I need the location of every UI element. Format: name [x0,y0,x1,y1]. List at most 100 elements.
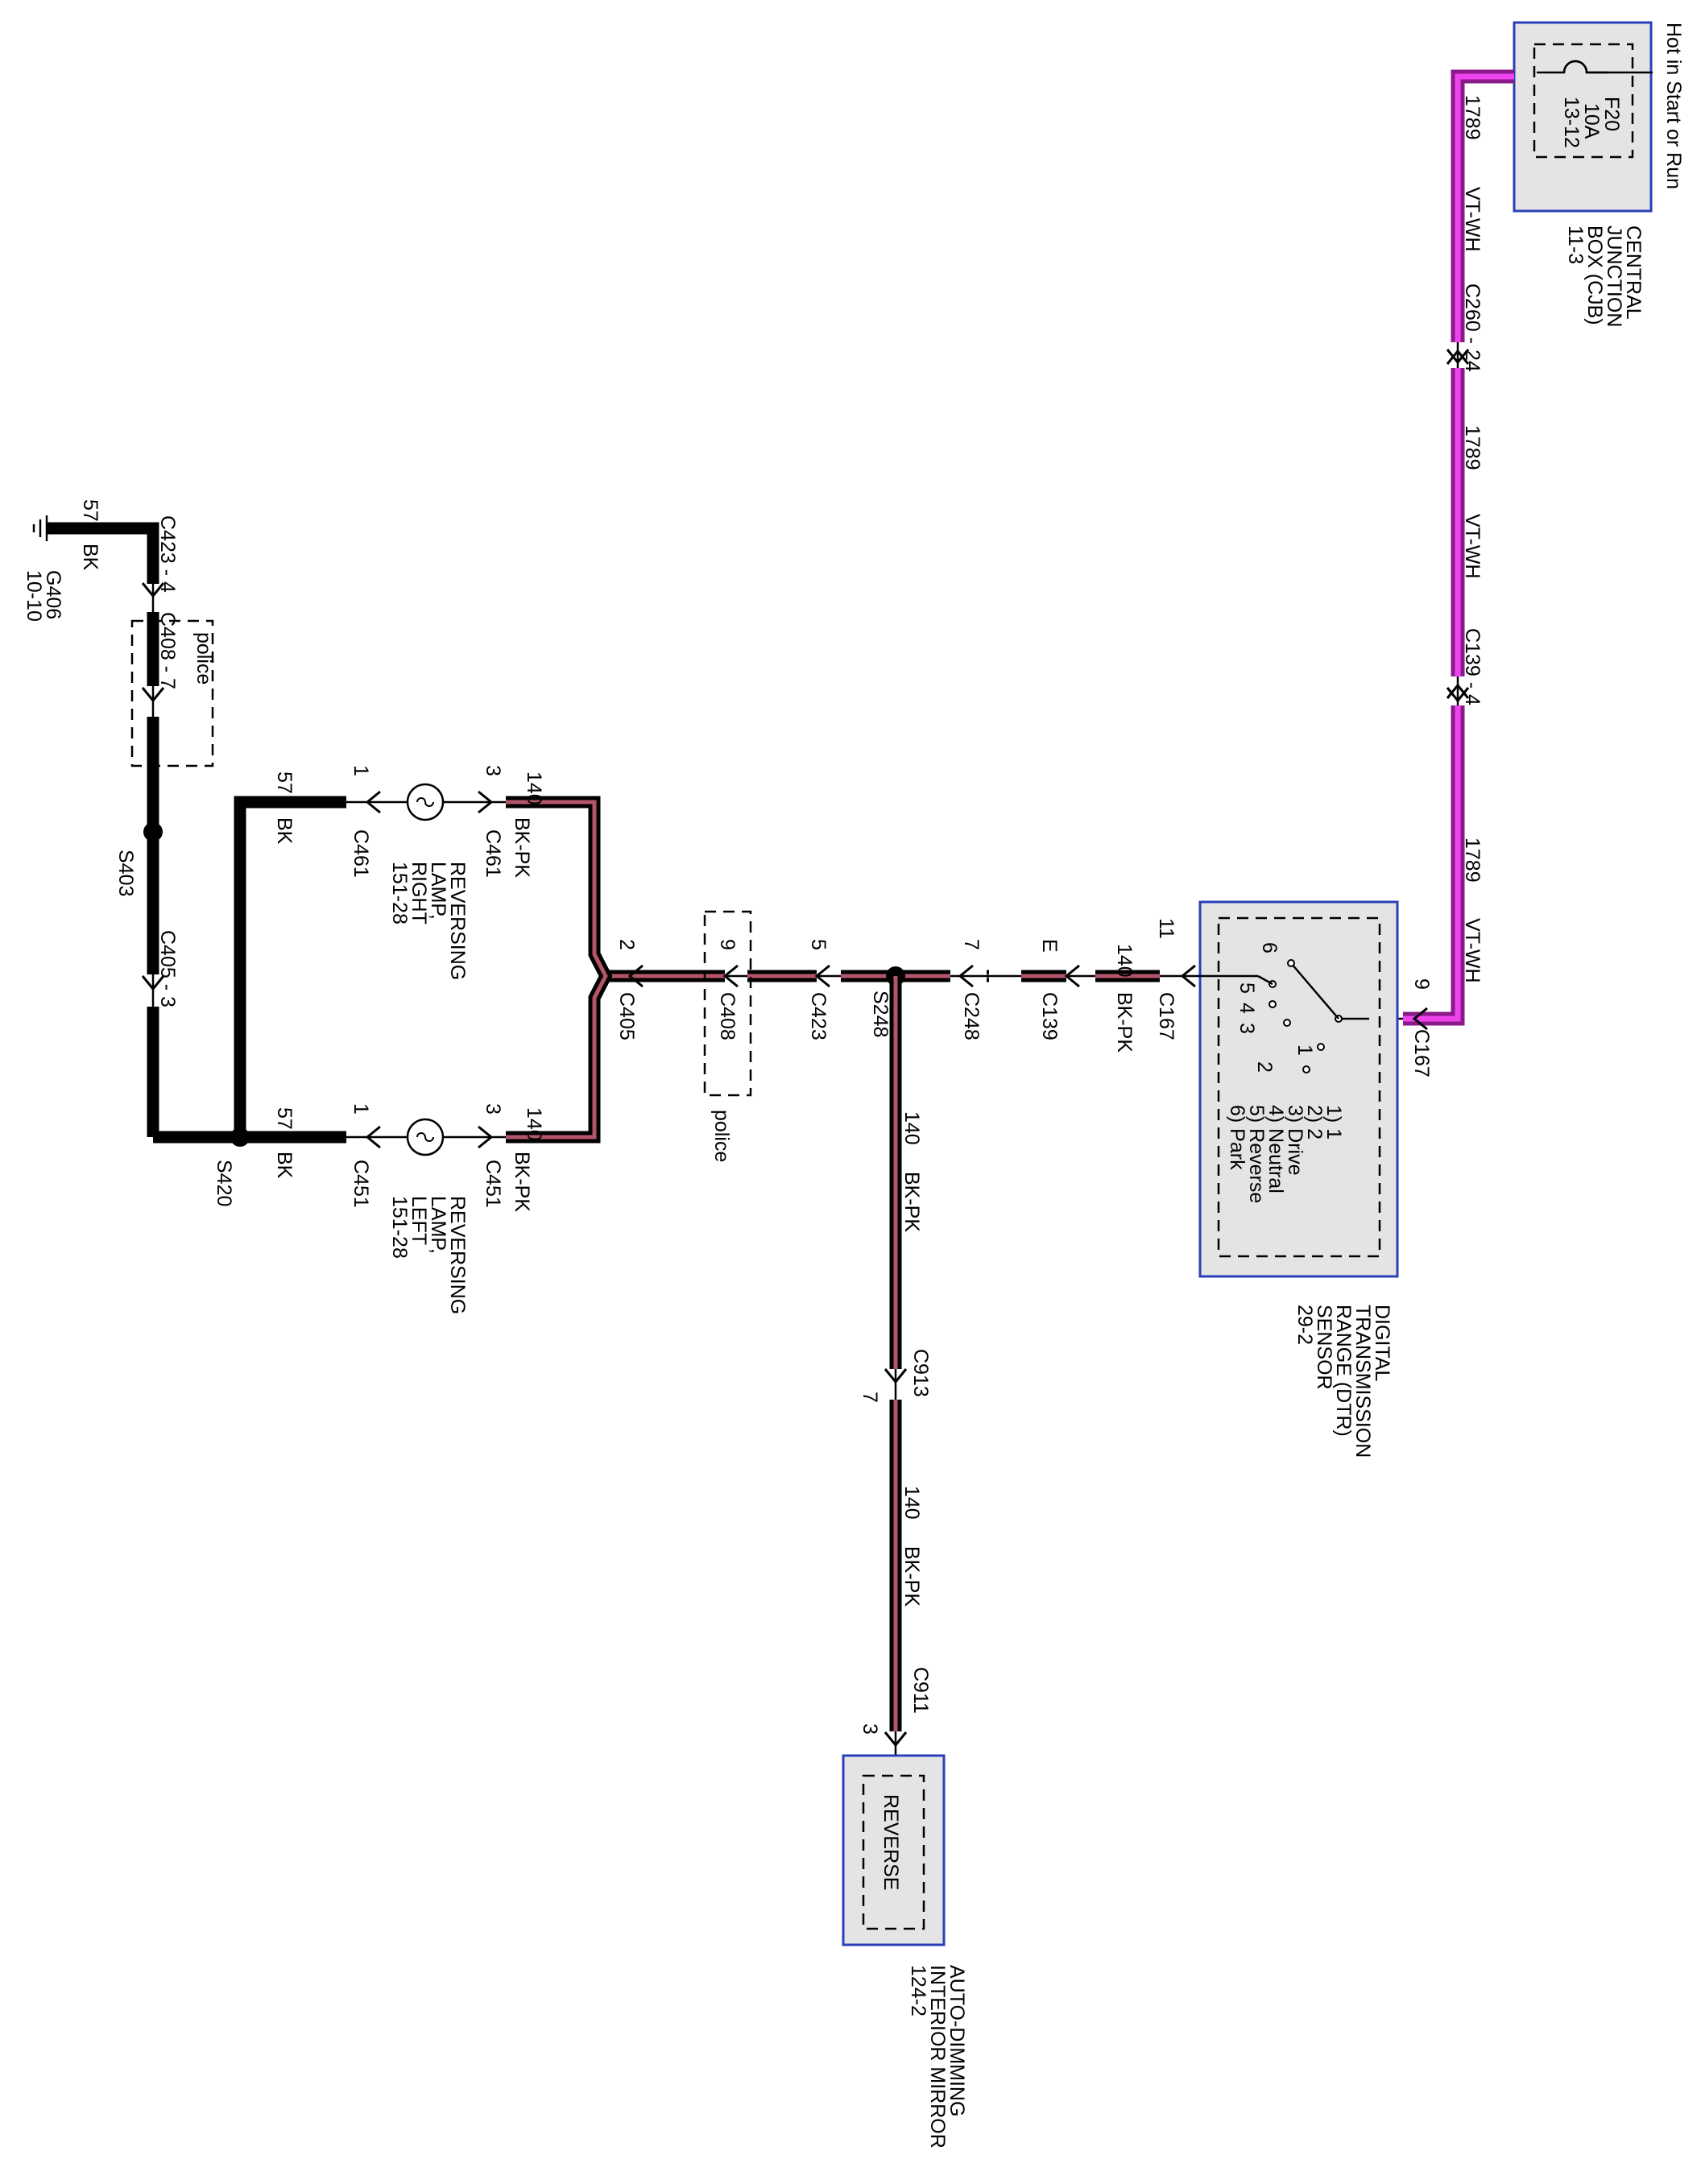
dtr-title-2: TRANSMISSION [1351,1305,1374,1458]
switch-num-1: 1 [1293,1044,1316,1056]
c911-pin: 3 [859,1723,881,1735]
switch-num-3: 3 [1235,1023,1258,1034]
splice-s420 [230,1127,250,1147]
police-label-center: police [710,1110,733,1162]
switch-num-6: 6 [1258,942,1281,953]
c461-label-right: C461 [482,829,504,878]
police-box-center [703,910,752,1097]
dtr-pos-2: 2) 2 [1303,1105,1326,1140]
bp-color-right: BK-PK [511,817,533,878]
vt-num-2: 1789 [1461,425,1484,470]
vt-num-3: 1789 [1461,838,1484,883]
c167-label-left: C167 [1155,992,1177,1040]
c248-label: C248 [960,992,983,1040]
bk-num-ground: 57 [79,499,101,522]
fuse-icon [1562,60,1588,73]
c451-pin1: 1 [350,1103,372,1115]
vt-color-1: VT-WH [1461,187,1484,252]
bp-color-trunk: BK-PK [1113,992,1136,1053]
fuse-rating: 10A [1580,103,1603,139]
bp-num-right: 140 [523,771,545,805]
c423-4-label: C423 - 4 [156,515,179,593]
reversing-lamp-left [361,1118,506,1156]
s403-label: S403 [114,850,137,896]
bp-color-left: BK-PK [511,1152,533,1212]
vt-color-3: VT-WH [1461,918,1484,983]
mirror-reverse-label: REVERSE [879,1794,902,1890]
dtr-title-4: SENSOR [1313,1305,1335,1390]
bk-color-ground: BK [79,544,101,571]
lamp-left-1: REVERSING [446,1196,469,1314]
dtr-pos-1: 1) 1 [1322,1105,1345,1140]
bp-num-left: 140 [523,1107,545,1141]
c461-label-left: C461 [350,829,372,878]
mirror-title-2: INTERIOR MIRROR [926,1965,949,2149]
c139-label: C139 [1038,992,1061,1040]
c139-pin: E [1038,939,1061,953]
bk-color-left: BK [273,1152,296,1179]
c451-pin3: 3 [482,1103,504,1115]
wire-bk-ground [47,522,361,1144]
vt-color-2: VT-WH [1461,514,1484,579]
bp-color-mirror-1: BK-PK [900,1172,923,1232]
bk-num-right: 57 [273,771,296,794]
s420-label: S420 [213,1160,235,1206]
dtr-sensor [1198,900,1399,1278]
c139-4-label: C139 - 4 [1461,628,1484,705]
c167-pin9: 9 [1410,978,1433,990]
dtr-pos-4: 4) Neutral [1264,1105,1287,1193]
dtr-pos-3: 3) Drive [1284,1105,1306,1176]
bk-color-right: BK [273,817,296,845]
c423-pin: 5 [807,939,830,950]
cjb-title-2: JUNCTION [1603,225,1625,327]
c913-label: C913 [909,1349,932,1397]
g406-label: G406 [42,570,64,619]
lamp-right-3: RIGHT [408,862,430,924]
dtr-title-5: 29-2 [1293,1305,1316,1345]
c461-pin1: 1 [350,765,372,776]
dtr-title-3: RANGE (DTR) [1332,1305,1355,1437]
reversing-lamp-right [361,783,506,821]
vt-num-1: 1789 [1461,95,1484,140]
s248-label: S248 [869,991,892,1037]
c260-label: C260 - 24 [1461,283,1484,372]
c451-label-right: C451 [482,1160,504,1208]
bp-num-mirror-1: 140 [900,1111,923,1145]
g406-ref: 10-10 [23,570,45,622]
c408-7-label: C408 - 7 [156,612,179,689]
cjb-title-1: CENTRAL [1622,225,1645,320]
switch-num-5: 5 [1235,982,1258,994]
c408-label: C408 [716,992,739,1040]
lamp-right-2: LAMP, [427,862,449,920]
c451-label-left: C451 [350,1160,372,1208]
bp-num-trunk: 140 [1113,944,1136,978]
c405-label: C405 [615,992,638,1040]
mirror-title-1: AUTO-DIMMING [946,1965,968,2116]
c913-pin: 7 [859,1392,881,1403]
mirror-title-3: 124-2 [907,1965,929,2016]
cjb-title-3: BOX (CJB) [1583,225,1606,325]
lamp-left-3: LEFT [408,1196,430,1245]
dtr-title-1: DIGITAL [1371,1305,1393,1381]
c405-pin: 2 [615,939,638,950]
c408-pin: 9 [716,939,739,950]
lamp-left-4: 151-28 [388,1196,411,1259]
fuse-ref: 13-12 [1560,97,1583,148]
c167-label-right: C167 [1410,1029,1433,1078]
lamp-left-2: LAMP, [427,1196,449,1254]
splice-s403 [143,822,163,842]
fuse-name: F20 [1600,97,1623,131]
bp-num-mirror-2: 140 [900,1486,923,1520]
switch-icon [1177,959,1369,1073]
lamp-right-1: REVERSING [446,862,469,980]
bp-color-mirror-2: BK-PK [900,1546,923,1607]
police-label-left: police [192,632,215,685]
lamp-right-4: 151-28 [388,862,411,924]
bk-num-left: 57 [273,1107,296,1130]
auto-dimming-mirror [842,1754,946,1946]
c405-3-label: C405 - 3 [156,930,179,1007]
hot-label: Hot in Start or Run [1662,23,1685,189]
dtr-pos-6: 6) Park [1226,1105,1248,1170]
switch-num-4: 4 [1235,1003,1258,1014]
wire-vt-wh [1369,69,1514,1026]
